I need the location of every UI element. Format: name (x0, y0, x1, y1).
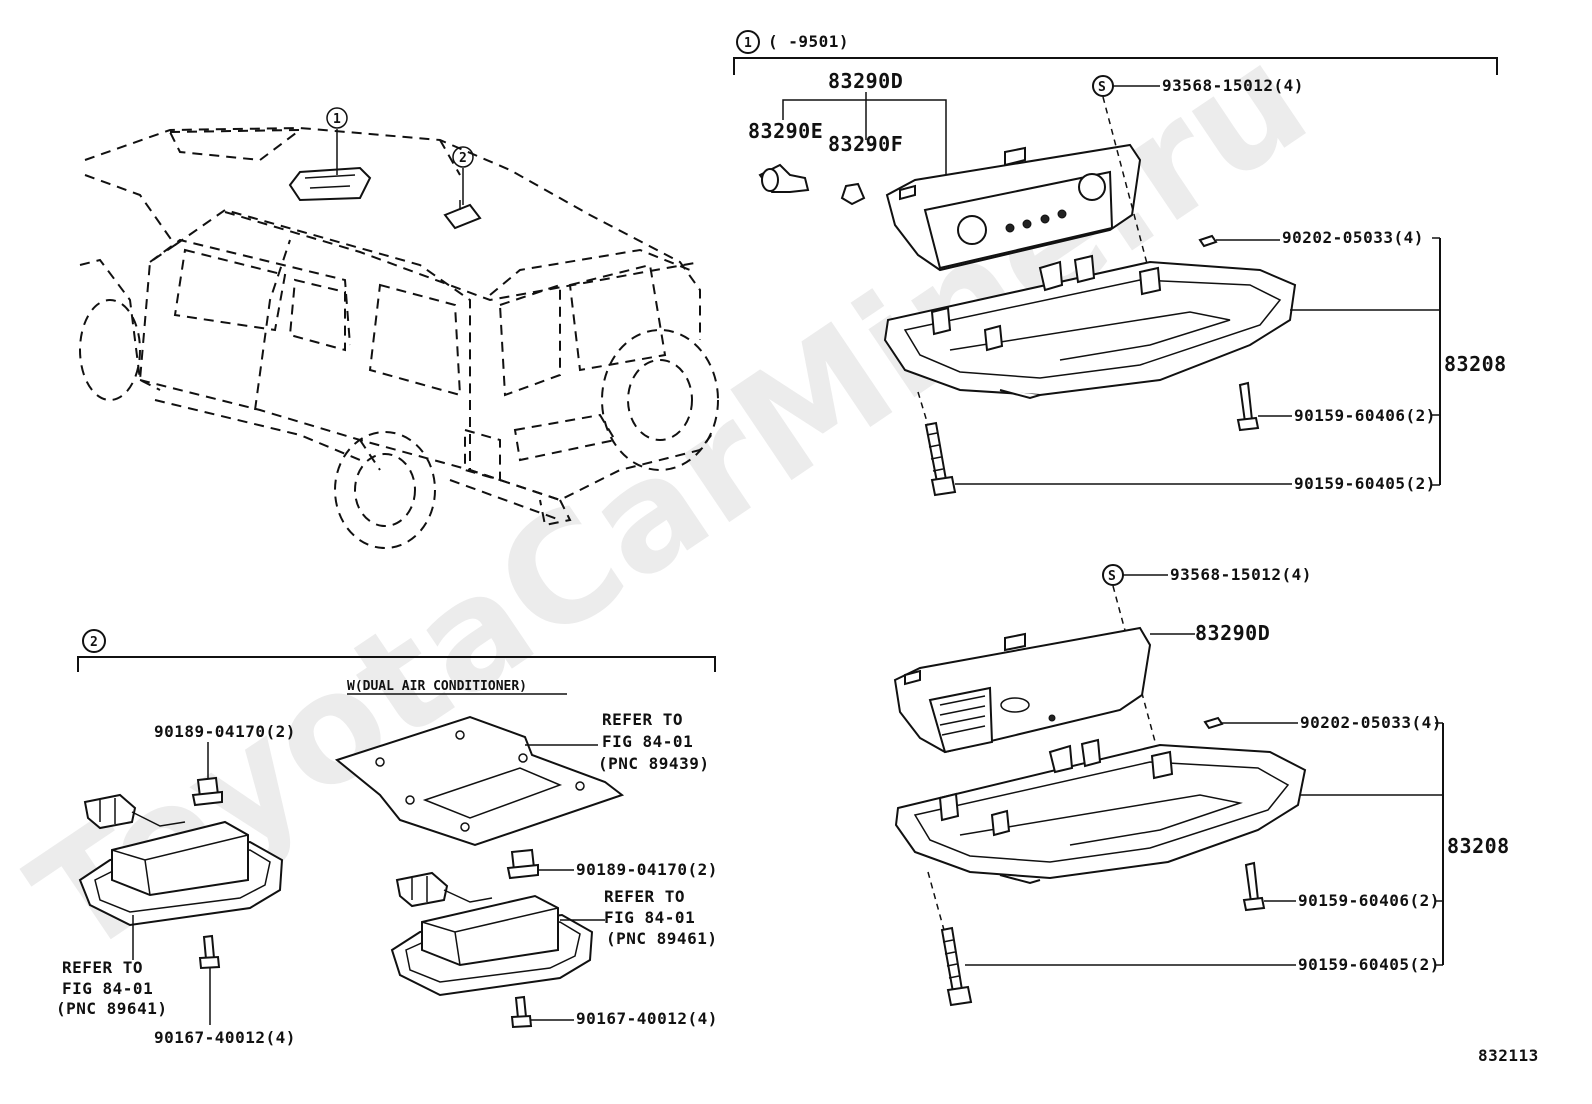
refer-b-line2: FIG 84-01 (604, 908, 695, 927)
clip-90189-right (506, 848, 539, 880)
refer-b-line3: (PNC 89461) (606, 929, 717, 948)
label-83290D-lower: 83290D (1195, 621, 1270, 645)
clip-90202-upper (1198, 234, 1218, 248)
vehicle-outline (79, 126, 719, 549)
clip-90202-lower (1203, 716, 1224, 730)
refer-c-line3: (PNC 89641) (56, 999, 167, 1018)
label-90189-left: 90189-04170(2) (154, 722, 296, 741)
label-90202-lower: 90202-05033(4) (1300, 713, 1442, 732)
refer-a-line3: (PNC 89439) (598, 754, 709, 773)
screw-90159-60405-lower (940, 926, 973, 1007)
screw-90159-60406-upper (1236, 381, 1260, 432)
refer-c-line1: REFER TO (62, 958, 143, 977)
label-90189-right: 90189-04170(2) (576, 860, 718, 879)
label-90159-60406-upper: 90159-60406(2) (1294, 406, 1436, 425)
label-83290E: 83290E (748, 119, 823, 143)
refer-c-line2: FIG 84-01 (62, 979, 153, 998)
label-90167-left: 90167-40012(4) (154, 1028, 296, 1047)
section-2-circle (82, 629, 106, 653)
refer-a-line1: REFER TO (602, 710, 683, 729)
refer-b-line1: REFER TO (604, 887, 685, 906)
screw-90159-60406-lower (1242, 861, 1266, 912)
label-93568-upper: 93568-15012(4) (1162, 76, 1304, 95)
label-83208-lower: 83208 (1447, 834, 1510, 858)
note-dual-ac: W(DUAL AIR CONDITIONER) (347, 679, 527, 694)
mounting-plate (334, 715, 625, 847)
section-1-range: ( -9501) (768, 32, 849, 51)
roof-lamp-sketch (443, 200, 482, 230)
callout-2-circle (452, 146, 474, 168)
overview-callout-2: 2 (459, 151, 467, 166)
console-unit-lower (893, 626, 1152, 754)
label-83290F: 83290F (828, 132, 903, 156)
label-90159-60405-upper: 90159-60405(2) (1294, 474, 1436, 493)
housing-83208-upper (883, 254, 1297, 400)
label-90202-upper: 90202-05033(4) (1282, 228, 1424, 247)
label-83290D-top: 83290D (828, 69, 903, 93)
s-symbol-upper: S (1098, 80, 1106, 95)
bulb-83290E (758, 163, 810, 193)
console-unit-upper (885, 143, 1142, 272)
screw-90167-left (198, 934, 221, 970)
room-lamp-right (390, 871, 594, 997)
label-83208-upper: 83208 (1444, 352, 1507, 376)
section-1-bracket (733, 57, 1498, 75)
label-90159-60406-lower: 90159-60406(2) (1298, 891, 1440, 910)
label-90159-60405-lower: 90159-60405(2) (1298, 955, 1440, 974)
label-93568-lower: 93568-15012(4) (1170, 565, 1312, 584)
room-lamp-left (78, 793, 284, 927)
callout-1-circle (326, 107, 348, 129)
screw-90167-right (510, 995, 533, 1029)
screw-90159-60405-upper (924, 421, 957, 497)
section-2-number: 2 (90, 635, 98, 650)
housing-83208-lower (894, 738, 1307, 885)
clip-90189-left (191, 776, 223, 807)
label-90167-right: 90167-40012(4) (576, 1009, 718, 1028)
roof-console-sketch (288, 166, 372, 202)
s-symbol-lower: S (1108, 569, 1116, 584)
section-1-circle (736, 30, 760, 54)
overview-callout-1: 1 (333, 112, 341, 127)
bulb-83290F (840, 182, 866, 206)
refer-a-line2: FIG 84-01 (602, 732, 693, 751)
figure-number: 832113 (1478, 1046, 1539, 1065)
section-1-number: 1 (744, 36, 752, 51)
section-2-bracket (77, 656, 716, 672)
